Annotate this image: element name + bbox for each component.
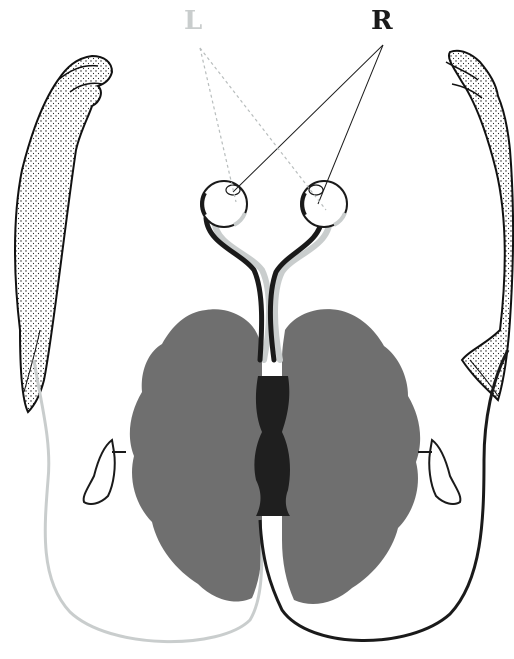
left-arm-hand [15,56,112,412]
left-hemisphere [130,309,262,601]
left-ear [84,440,126,504]
left-visual-field-label: L [184,8,202,34]
right-eye [301,181,347,227]
right-visual-field-label: R [371,8,393,34]
left-eye [201,181,247,227]
right-ear [418,440,460,504]
right-arm-hand [446,51,513,400]
right-hemisphere [282,309,420,604]
